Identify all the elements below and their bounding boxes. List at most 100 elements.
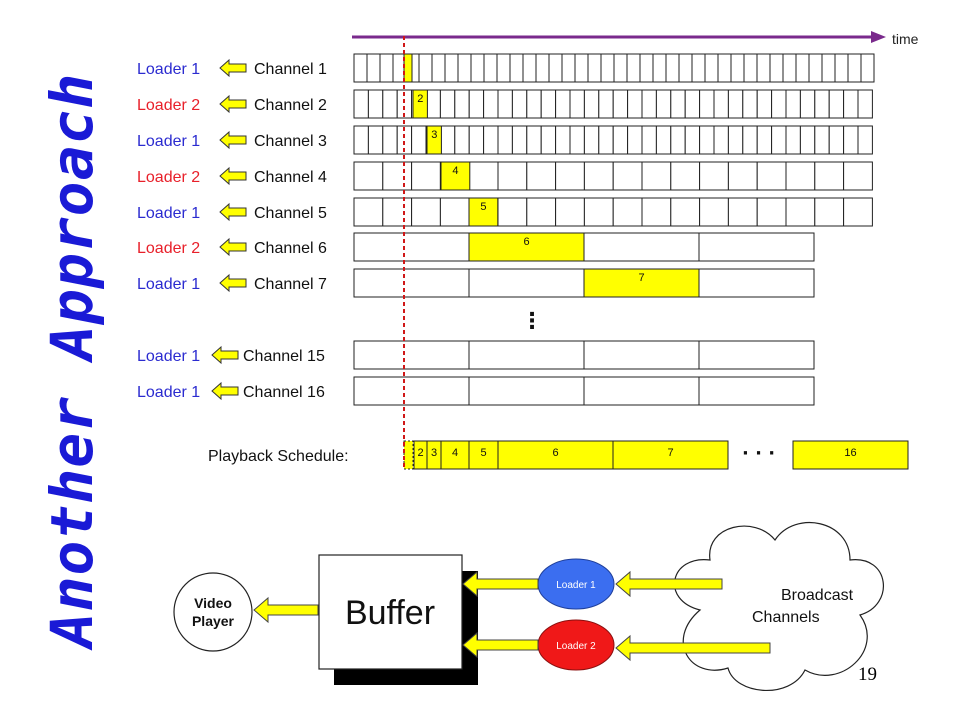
left-arrow-icon: [219, 202, 247, 222]
segment-cell: [655, 89, 672, 119]
segment-cell: [655, 125, 672, 155]
timeline-arrow-icon: [871, 31, 886, 43]
segment-cell: [843, 161, 873, 191]
segment-cell: [612, 161, 643, 191]
segment-cell: [353, 89, 369, 119]
segment-cell: [670, 161, 701, 191]
playback-number: 4: [452, 447, 458, 459]
segment-cell: [511, 89, 528, 119]
left-arrow-icon: [219, 237, 247, 257]
segment-cell: [353, 268, 470, 298]
channel-label: Channel 1: [254, 61, 327, 78]
segment-cell: [843, 125, 859, 155]
arrow-loader1-to-buffer-icon: [462, 570, 539, 598]
segment-cell: [411, 161, 441, 191]
video-player-label: Player: [192, 613, 235, 629]
segment-cell: [730, 53, 745, 83]
segment-cell: [382, 125, 398, 155]
left-arrow-icon: [219, 166, 247, 186]
active-segment: [440, 161, 471, 191]
playback-number: 2: [417, 447, 423, 459]
segment-cell: [756, 197, 787, 227]
channel-label: Channel 5: [254, 205, 327, 222]
segment-cell: [468, 340, 585, 370]
playback-number: 7: [667, 447, 673, 459]
segment-cell: [799, 89, 816, 119]
left-arrow-icon: [219, 130, 247, 150]
segment-cell: [411, 197, 441, 227]
playback-number: 6: [552, 447, 558, 459]
segment-cell: [641, 89, 657, 119]
segment-cell: [540, 125, 557, 155]
segment-cell: [612, 89, 629, 119]
loader-label: Loader 1: [137, 384, 200, 401]
segment-cell: [717, 53, 732, 83]
segment-cell: [470, 53, 485, 83]
channel-label: Channel 16: [243, 384, 325, 401]
segment-cell: [627, 125, 643, 155]
time-label: time: [892, 31, 919, 47]
segment-cell: [366, 53, 381, 83]
segment-cell: [483, 53, 498, 83]
video-player-label: Video: [194, 595, 232, 611]
segment-cell: [382, 197, 413, 227]
segment-cell: [785, 125, 801, 155]
channel-label: Channel 15: [243, 348, 325, 365]
segment-number: 7: [638, 272, 644, 284]
segment-cell: [641, 125, 657, 155]
segment-cell: [497, 161, 528, 191]
playback-number: 16: [844, 447, 856, 459]
segment-cell: [353, 197, 384, 227]
segment-cell: [795, 53, 810, 83]
segment-number: 6: [523, 236, 529, 248]
playback-cell: [440, 440, 470, 470]
segment-cell: [678, 53, 693, 83]
segment-cell: [652, 53, 667, 83]
segment-cell: [382, 89, 398, 119]
segment-cell: [771, 125, 787, 155]
segment-cell: [497, 197, 528, 227]
segment-cell: [727, 197, 758, 227]
segment-cell: [665, 53, 680, 83]
playback-label: Playback Schedule:: [208, 448, 349, 465]
segment-cell: [699, 125, 715, 155]
segment-cell: [727, 161, 758, 191]
segment-cell: [587, 53, 602, 83]
segment-cell: [535, 53, 550, 83]
segment-cell: [785, 161, 816, 191]
segment-cell: [843, 89, 859, 119]
channel-label: Channel 2: [254, 97, 327, 114]
segment-cell: [691, 53, 706, 83]
segment-cell: [583, 89, 600, 119]
segment-cell: [799, 125, 816, 155]
segment-cell: [612, 197, 643, 227]
arrow-cloud-to-loader1-icon: [615, 570, 723, 598]
segment-cell: [857, 125, 873, 155]
segment-cell: [742, 125, 758, 155]
segment-cell: [526, 89, 542, 119]
loader-label: Loader 2: [137, 240, 200, 257]
segment-cell: [727, 125, 744, 155]
segment-cell: [367, 125, 384, 155]
segment-cell: [457, 53, 472, 83]
segment-cell: [555, 197, 585, 227]
segment-cell: [425, 89, 441, 119]
segment-cell: [843, 197, 873, 227]
segment-cell: [353, 376, 470, 406]
segment-cell: [379, 53, 394, 83]
left-arrow-icon: [219, 94, 247, 114]
segment-cell: [769, 53, 784, 83]
cloud-icon: [673, 522, 884, 692]
segment-cell: [641, 197, 672, 227]
segment-cell: [713, 125, 729, 155]
segment-cell: [727, 89, 744, 119]
arrow-cloud-to-loader2-icon: [615, 634, 771, 662]
segment-cell: [353, 125, 369, 155]
segment-number: 3: [431, 129, 437, 141]
segment-cell: [627, 89, 643, 119]
segment-cell: [814, 89, 830, 119]
segment-cell: [353, 340, 470, 370]
segment-cell: [583, 232, 700, 262]
channel-label: Channel 3: [254, 133, 327, 150]
